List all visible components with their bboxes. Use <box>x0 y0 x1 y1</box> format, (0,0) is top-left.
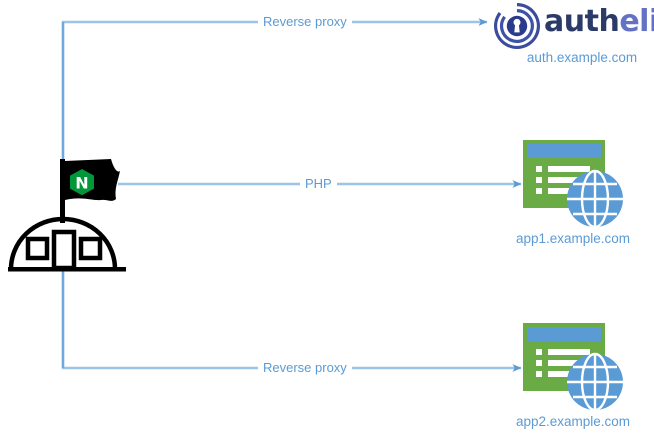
web-app-globe-icon <box>523 323 623 412</box>
edge-line-authelia <box>61 18 488 190</box>
logo-keyhole-stem <box>514 23 520 33</box>
app-list-bullet-2 <box>536 360 542 366</box>
gateway-door <box>51 229 77 271</box>
globe-meridian <box>580 169 610 229</box>
app-window-titlebar <box>527 144 601 158</box>
gateway-window-right <box>78 236 103 261</box>
node-nginx[interactable]: N <box>8 155 126 277</box>
gateway-window-left <box>25 236 50 261</box>
web-app-globe-icon <box>523 140 623 229</box>
logo-ring-outer <box>494 3 540 49</box>
caption-authelia: auth.example.com <box>526 50 638 65</box>
app-list-line-2 <box>548 360 590 366</box>
app-list-bullet-2 <box>536 177 542 183</box>
nginx-hexagon <box>70 169 94 196</box>
authelia-wordmark-part1: auth <box>544 4 620 39</box>
caption-app2: app2.example.com <box>515 414 631 429</box>
edge-line-app2 <box>61 270 522 372</box>
app-list-bullet-3 <box>536 188 542 194</box>
edge-label-authelia: Reverse proxy <box>258 14 352 29</box>
gateway-dome <box>8 216 118 270</box>
authelia-wordmark: authelia <box>544 6 654 38</box>
app-list-bullet-3 <box>536 371 542 377</box>
node-app1[interactable]: app1.example.com <box>516 135 630 255</box>
authelia-wordmark-part2: elia <box>619 4 654 39</box>
globe-icon <box>567 352 623 412</box>
app-window-titlebar <box>527 327 601 341</box>
app-list-line-2 <box>548 177 590 183</box>
node-authelia[interactable]: authelia auth.example.com <box>490 0 654 75</box>
globe-icon <box>567 169 623 229</box>
edge-label-app1: PHP <box>300 176 337 191</box>
node-app2[interactable]: app2.example.com <box>516 318 630 438</box>
app-list-bullet-1 <box>536 349 542 355</box>
logo-ring-mid <box>499 9 534 43</box>
authelia-logo-icon <box>494 3 540 49</box>
caption-app1: app1.example.com <box>515 231 631 246</box>
app-list-line-1 <box>548 166 590 172</box>
globe-meridian <box>580 352 610 412</box>
edge-label-app2: Reverse proxy <box>258 360 352 375</box>
nginx-gateway-icon: N <box>8 159 126 272</box>
flag-pole <box>60 159 65 223</box>
app-list-bullet-1 <box>536 166 542 172</box>
app-list-line-1 <box>548 349 590 355</box>
nginx-letter: N <box>75 174 88 193</box>
